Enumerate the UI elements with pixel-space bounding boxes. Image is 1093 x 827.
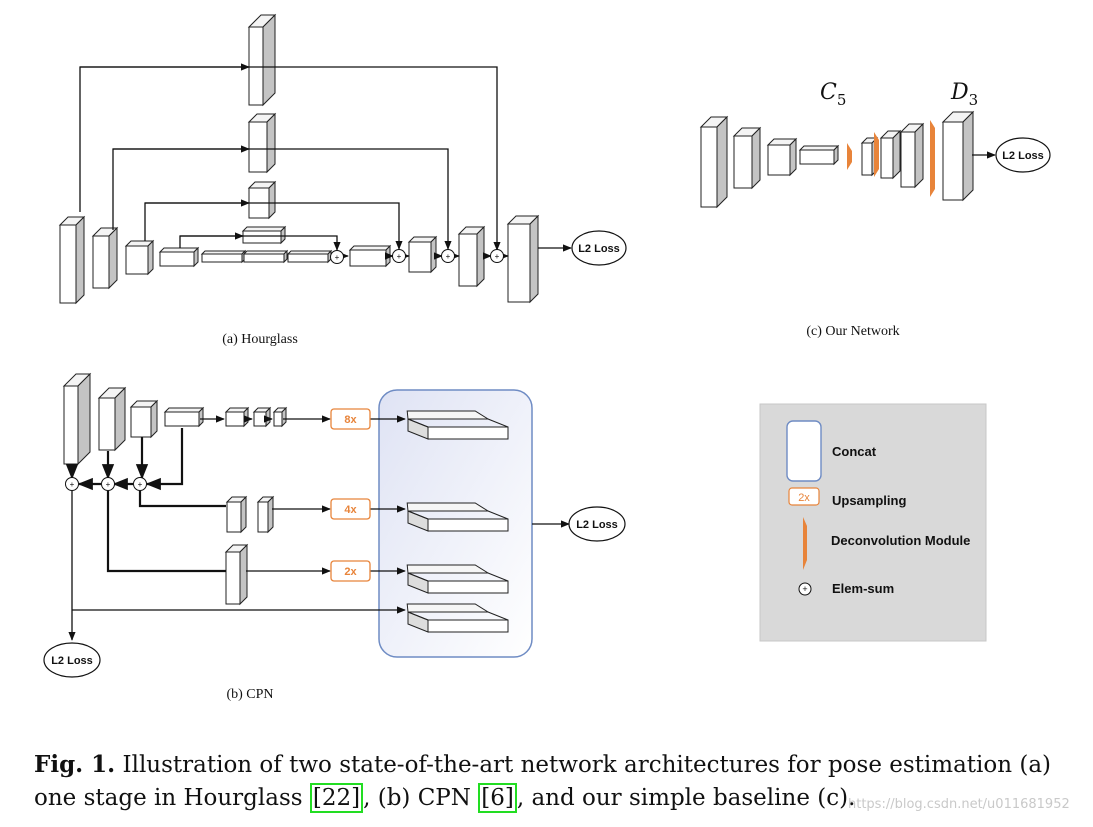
legend-upsampling-tag: 2x — [798, 492, 810, 504]
hourglass-block — [124, 239, 155, 276]
concat-feature-slab — [406, 502, 509, 532]
cpn-side-l2-loss-node — [43, 642, 101, 678]
c5-label: C5 — [820, 80, 846, 109]
hourglass-diagram: + + + + L2 Loss (a) Hourglass — [58, 13, 627, 347]
figure-caption: Fig. 1. Illustration of two state-of-the… — [34, 748, 1084, 815]
concat-feature-slab — [406, 410, 509, 440]
legend-deconv-swatch — [803, 517, 807, 570]
svg-text:+: + — [397, 252, 402, 261]
our-network-block — [798, 144, 840, 166]
cpn-block — [256, 495, 275, 534]
svg-text:+: + — [446, 252, 451, 261]
legend: Concat 2x Upsampling Deconvolution Modul… — [759, 403, 987, 642]
cpn-block — [252, 406, 272, 428]
our-network-block — [899, 122, 925, 189]
ours-panel-label: (c) Our Network — [806, 324, 899, 339]
cpn-block — [97, 386, 127, 452]
elem-sum-node: + — [490, 249, 504, 263]
cpn-block — [224, 543, 249, 606]
deconvolution-module — [930, 120, 935, 197]
hourglass-block — [241, 225, 287, 245]
elem-sum-node: + — [133, 477, 147, 491]
svg-text:+: + — [138, 480, 143, 489]
hourglass-block — [457, 225, 486, 288]
hourglass-block — [407, 235, 438, 274]
cpn-block — [163, 406, 205, 428]
elem-sum-node: + — [101, 477, 115, 491]
elem-sum-node: + — [441, 249, 455, 263]
hourglass-panel-label: (a) Hourglass — [222, 332, 298, 347]
upsampling-node: 4x — [330, 498, 371, 520]
elem-sum-node: + — [65, 477, 79, 491]
our-network-block — [766, 137, 798, 177]
caption-text-2: , (b) CPN — [363, 785, 479, 811]
caption-fig-label: Fig. 1. — [34, 751, 116, 778]
legend-deconv-label: Deconvolution Module — [831, 533, 970, 548]
hourglass-block — [200, 249, 247, 264]
cpn-diagram: + + + 8x 4x 2x L2 Loss L2 Loss (b) CPN — [43, 372, 626, 702]
hourglass-block — [247, 13, 277, 107]
svg-text:4x: 4x — [344, 504, 357, 516]
hourglass-block — [348, 244, 392, 268]
our-network-block — [879, 129, 902, 180]
our-network-diagram: C5 D3 L2 Loss (c) Our Network — [699, 80, 1051, 339]
hourglass-l2-loss-label: L2 Loss — [578, 243, 620, 255]
cpn-panel-label: (b) CPN — [226, 687, 273, 702]
cpn-l2-loss-node — [568, 506, 626, 542]
upsampling-node: 8x — [330, 408, 371, 430]
svg-text:+: + — [495, 252, 500, 261]
svg-text:2x: 2x — [344, 566, 357, 578]
hourglass-block — [91, 226, 119, 290]
legend-concat-swatch — [786, 420, 822, 482]
caption-ref-22[interactable]: [22] — [309, 783, 364, 813]
legend-elemsum-label: Elem-sum — [832, 581, 894, 596]
upsampling-node: 2x — [330, 560, 371, 582]
hourglass-block — [506, 214, 540, 304]
legend-upsampling-label: Upsampling — [832, 493, 906, 508]
cpn-side-l2-loss-label: L2 Loss — [51, 655, 93, 667]
cpn-block — [224, 406, 250, 428]
concat-feature-slab — [406, 564, 509, 594]
caption-ref-6[interactable]: [6] — [478, 783, 517, 813]
hourglass-block — [247, 112, 277, 174]
svg-text:+: + — [70, 480, 75, 489]
caption-text-3: , and our simple baseline (c). — [516, 785, 856, 811]
deconvolution-module — [847, 143, 852, 170]
cpn-block — [62, 372, 92, 466]
concat-feature-slab — [406, 603, 509, 633]
hourglass-block — [286, 249, 333, 264]
svg-text:8x: 8x — [344, 414, 357, 426]
svg-text:+: + — [335, 253, 340, 262]
cpn-block — [225, 495, 248, 534]
hourglass-l2-loss-node — [571, 230, 627, 266]
legend-concat-label: Concat — [832, 444, 877, 459]
caption-text-1: Illustration of two state-of-the-art net… — [34, 752, 1052, 811]
svg-text:+: + — [106, 480, 111, 489]
ours-l2-loss-label: L2 Loss — [1002, 150, 1044, 162]
our-network-block — [941, 110, 975, 202]
legend-upsampling-swatch — [788, 487, 820, 506]
d3-label: D3 — [950, 80, 978, 109]
cpn-block — [129, 399, 159, 439]
hourglass-block — [242, 249, 289, 264]
elem-sum-node: + — [392, 249, 406, 263]
cpn-l2-loss-label: L2 Loss — [576, 519, 618, 531]
our-network-block — [732, 126, 762, 190]
deconvolution-module — [874, 132, 879, 177]
hourglass-block — [158, 246, 200, 268]
legend-elemsum-swatch — [798, 582, 812, 596]
cpn-block — [272, 406, 288, 428]
legend-elemsum-plus: + — [802, 584, 807, 594]
our-network-block — [699, 115, 729, 209]
watermark: https://blog.csdn.net/u011681952 — [848, 797, 1070, 812]
elem-sum-node: + — [330, 250, 344, 264]
hourglass-block — [247, 180, 277, 220]
hourglass-block — [58, 215, 86, 305]
ours-l2-loss-node — [995, 137, 1051, 173]
